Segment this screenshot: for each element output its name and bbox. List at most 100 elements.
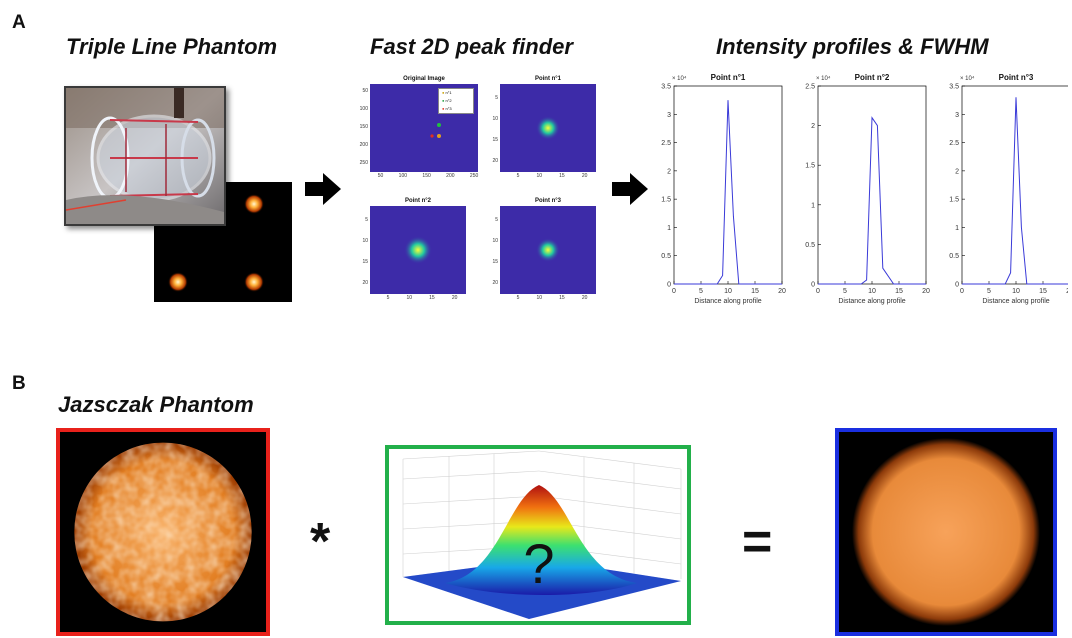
- peak-marker: [437, 123, 441, 127]
- x-ticks: 5 10 15 20: [508, 295, 596, 301]
- intensity-profiles-title: Intensity profiles & FWHM: [716, 34, 989, 59]
- profile-exponent: × 10⁴: [960, 75, 975, 82]
- line-source-dot: [244, 272, 264, 292]
- triple-line-phantom-title: Triple Line Phantom: [66, 34, 278, 59]
- y-tick-label: 20: [492, 158, 498, 164]
- unknown-question-mark: ?: [523, 532, 554, 595]
- y-tick-label: 15: [492, 137, 498, 143]
- y-ticks: 50 100 150 200 250: [350, 82, 368, 172]
- x-tick-label: 20: [778, 288, 786, 295]
- point-1-map: [500, 84, 596, 172]
- peak-marker: [437, 134, 441, 138]
- arrow-right-icon: [305, 173, 341, 210]
- x-ticks: 5 10 15 20: [378, 295, 466, 301]
- peak-finder-title: Fast 2D peak finder: [370, 34, 573, 59]
- x-tick-label: 10: [868, 288, 876, 295]
- point-3-map: [500, 206, 596, 294]
- x-tick-label: 20: [581, 295, 588, 301]
- phantom-photo: [64, 86, 226, 226]
- x-tick-label: 10: [536, 295, 543, 301]
- x-tick-label: 0: [816, 288, 820, 295]
- y-ticks: 5 10 15 20: [354, 210, 368, 294]
- profile-line: [674, 100, 782, 285]
- profile-xlabel: Distance along profile: [982, 298, 1049, 305]
- profile-title: Point n°1: [711, 73, 746, 82]
- arrow-right-icon: [612, 173, 648, 210]
- x-tick-label: 250: [469, 173, 479, 179]
- point-1-map-title: Point n°1: [534, 76, 562, 82]
- x-tick-label: 15: [559, 173, 565, 179]
- line-source-dot: [244, 194, 264, 214]
- x-tick-label: 5: [386, 295, 390, 301]
- y-tick-label: 0: [667, 282, 671, 289]
- peak-finder-grid: Original Image ● n°1 ● n°2 ● n°3 50 100 …: [348, 72, 608, 320]
- y-tick-label: 3.5: [661, 84, 671, 91]
- x-tick-label: 10: [1012, 288, 1020, 295]
- original-image-title: Original Image: [403, 76, 445, 82]
- x-ticks: 50 100 150 200 250: [370, 173, 486, 179]
- y-tick-label: 2: [955, 168, 959, 175]
- legend-label: n°2: [445, 98, 452, 103]
- y-tick-label: 2.5: [949, 140, 959, 147]
- x-tick-label: 200: [446, 173, 455, 179]
- y-tick-label: 2: [811, 123, 815, 130]
- x-tick-label: 150: [422, 173, 431, 179]
- x-tick-label: 20: [1066, 288, 1068, 295]
- x-tick-label: 10: [724, 288, 732, 295]
- x-tick-label: 20: [581, 173, 588, 179]
- y-tick-label: 3.5: [949, 84, 959, 91]
- x-tick-label: 20: [922, 288, 930, 295]
- point-2-map: [370, 206, 466, 294]
- y-ticks: 5 10 15 20: [484, 210, 498, 294]
- y-tick-label: 100: [359, 106, 368, 112]
- y-tick-label: 50: [362, 88, 368, 94]
- profile-title: Point n°3: [999, 73, 1034, 82]
- profile-axes-box: [817, 85, 927, 285]
- y-tick-label: 200: [359, 142, 368, 148]
- legend-entry: ● n°2: [442, 98, 452, 103]
- y-tick-label: 2.5: [661, 140, 671, 147]
- profile-xlabel: Distance along profile: [694, 298, 761, 305]
- x-tick-label: 15: [895, 288, 903, 295]
- x-tick-label: 15: [1039, 288, 1047, 295]
- profile-xlabel: Distance along profile: [838, 298, 905, 305]
- x-tick-label: 10: [406, 295, 413, 301]
- y-tick-label: 5: [495, 217, 498, 223]
- x-tick-label: 5: [516, 173, 520, 179]
- y-tick-label: 5: [495, 95, 498, 101]
- y-tick-label: 10: [492, 116, 498, 122]
- legend-entry: ● n°1: [442, 90, 452, 95]
- line-source-dots: [168, 194, 264, 292]
- original-phantom-image: [56, 428, 270, 636]
- y-tick-label: 150: [359, 124, 368, 130]
- original-image-legend: ● n°1 ● n°2 ● n°3: [438, 88, 474, 114]
- unknown-kernel-plot: ?: [385, 445, 691, 625]
- x-tick-label: 15: [429, 295, 435, 301]
- profile-exponent: × 10⁴: [672, 75, 687, 82]
- profile-axes-box: [673, 85, 783, 285]
- x-ticks: 5 10 15 20: [508, 173, 596, 179]
- y-tick-label: 1.5: [949, 197, 959, 204]
- y-ticks: 5 10 15 20: [484, 88, 498, 172]
- profile-line: [962, 97, 1068, 285]
- x-tick-label: 5: [987, 288, 991, 295]
- legend-entry: ● n°3: [442, 106, 452, 111]
- original-image-plot: ● n°1 ● n°2 ● n°3: [370, 84, 478, 172]
- panel-b-letter: B: [12, 373, 26, 394]
- profile-line: [818, 116, 926, 285]
- y-tick-label: 3: [667, 112, 671, 119]
- y-tick-label: 3: [955, 112, 959, 119]
- peak-marker: [430, 134, 434, 138]
- y-tick-label: 10: [362, 238, 368, 244]
- y-tick-label: 20: [492, 280, 498, 286]
- y-tick-label: 1: [811, 202, 815, 209]
- x-tick-label: 0: [960, 288, 964, 295]
- y-tick-label: 250: [359, 160, 368, 166]
- point-2-map-title: Point n°2: [404, 198, 432, 204]
- y-tick-label: 10: [492, 238, 498, 244]
- profile-exponent: × 10⁴: [816, 75, 831, 82]
- point-3-map-title: Point n°3: [534, 198, 562, 204]
- jazsczak-phantom-title: Jazsczak Phantom: [58, 392, 254, 417]
- y-tick-label: 1: [955, 225, 959, 232]
